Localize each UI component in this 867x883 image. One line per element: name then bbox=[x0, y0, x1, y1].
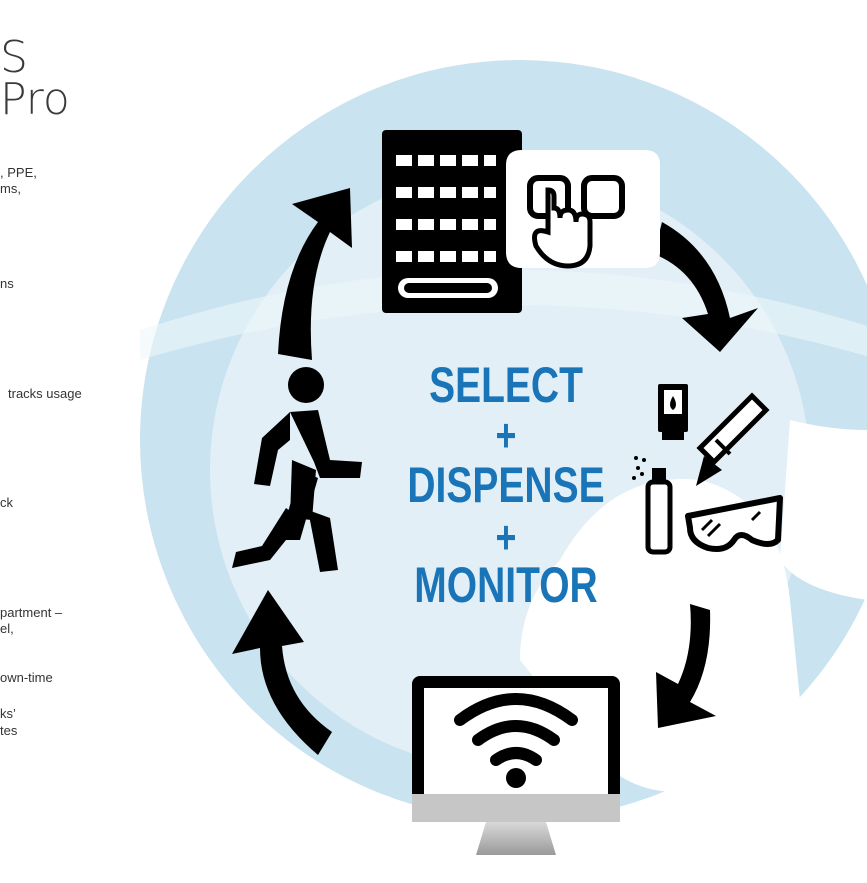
body-text-line: tes bbox=[0, 723, 18, 738]
body-text-line: ns bbox=[0, 276, 14, 291]
cycle-arrow-icon bbox=[654, 222, 758, 352]
title-line-1: S bbox=[0, 32, 28, 83]
body-text-line: , PPE, bbox=[0, 165, 37, 180]
spray-can-icon bbox=[632, 456, 673, 555]
cycle-arrow-icon bbox=[656, 604, 716, 728]
cycle-arrow-icon bbox=[278, 188, 352, 360]
safety-glasses-icon bbox=[685, 495, 783, 552]
touch-buttons-icon bbox=[506, 150, 660, 269]
plus-sign: + bbox=[495, 511, 517, 563]
cycle-arrow-icon bbox=[232, 590, 332, 755]
right-notch bbox=[780, 420, 867, 600]
title-line-2: Pro bbox=[0, 74, 70, 125]
vending-machine-icon bbox=[382, 130, 522, 313]
body-text-line: ks’ bbox=[0, 706, 16, 721]
ink-cartridge-icon bbox=[658, 384, 688, 440]
gloss-band bbox=[140, 270, 867, 360]
dispense-label: DISPENSE bbox=[407, 457, 605, 513]
body-text-line: partment – bbox=[0, 605, 63, 620]
body-text-line: own-time bbox=[0, 670, 53, 685]
drill-bit-icon bbox=[696, 392, 770, 486]
body-text-line: el, bbox=[0, 621, 14, 636]
plus-sign: + bbox=[495, 409, 517, 461]
body-text-line: ms, bbox=[0, 181, 21, 196]
select-label: SELECT bbox=[429, 357, 583, 413]
walking-person-icon bbox=[232, 367, 362, 572]
wifi-monitor-icon bbox=[412, 676, 620, 855]
body-text-line: ck bbox=[0, 495, 13, 510]
body-text-line: tracks usage bbox=[8, 386, 82, 401]
monitor-label: MONITOR bbox=[414, 557, 598, 613]
